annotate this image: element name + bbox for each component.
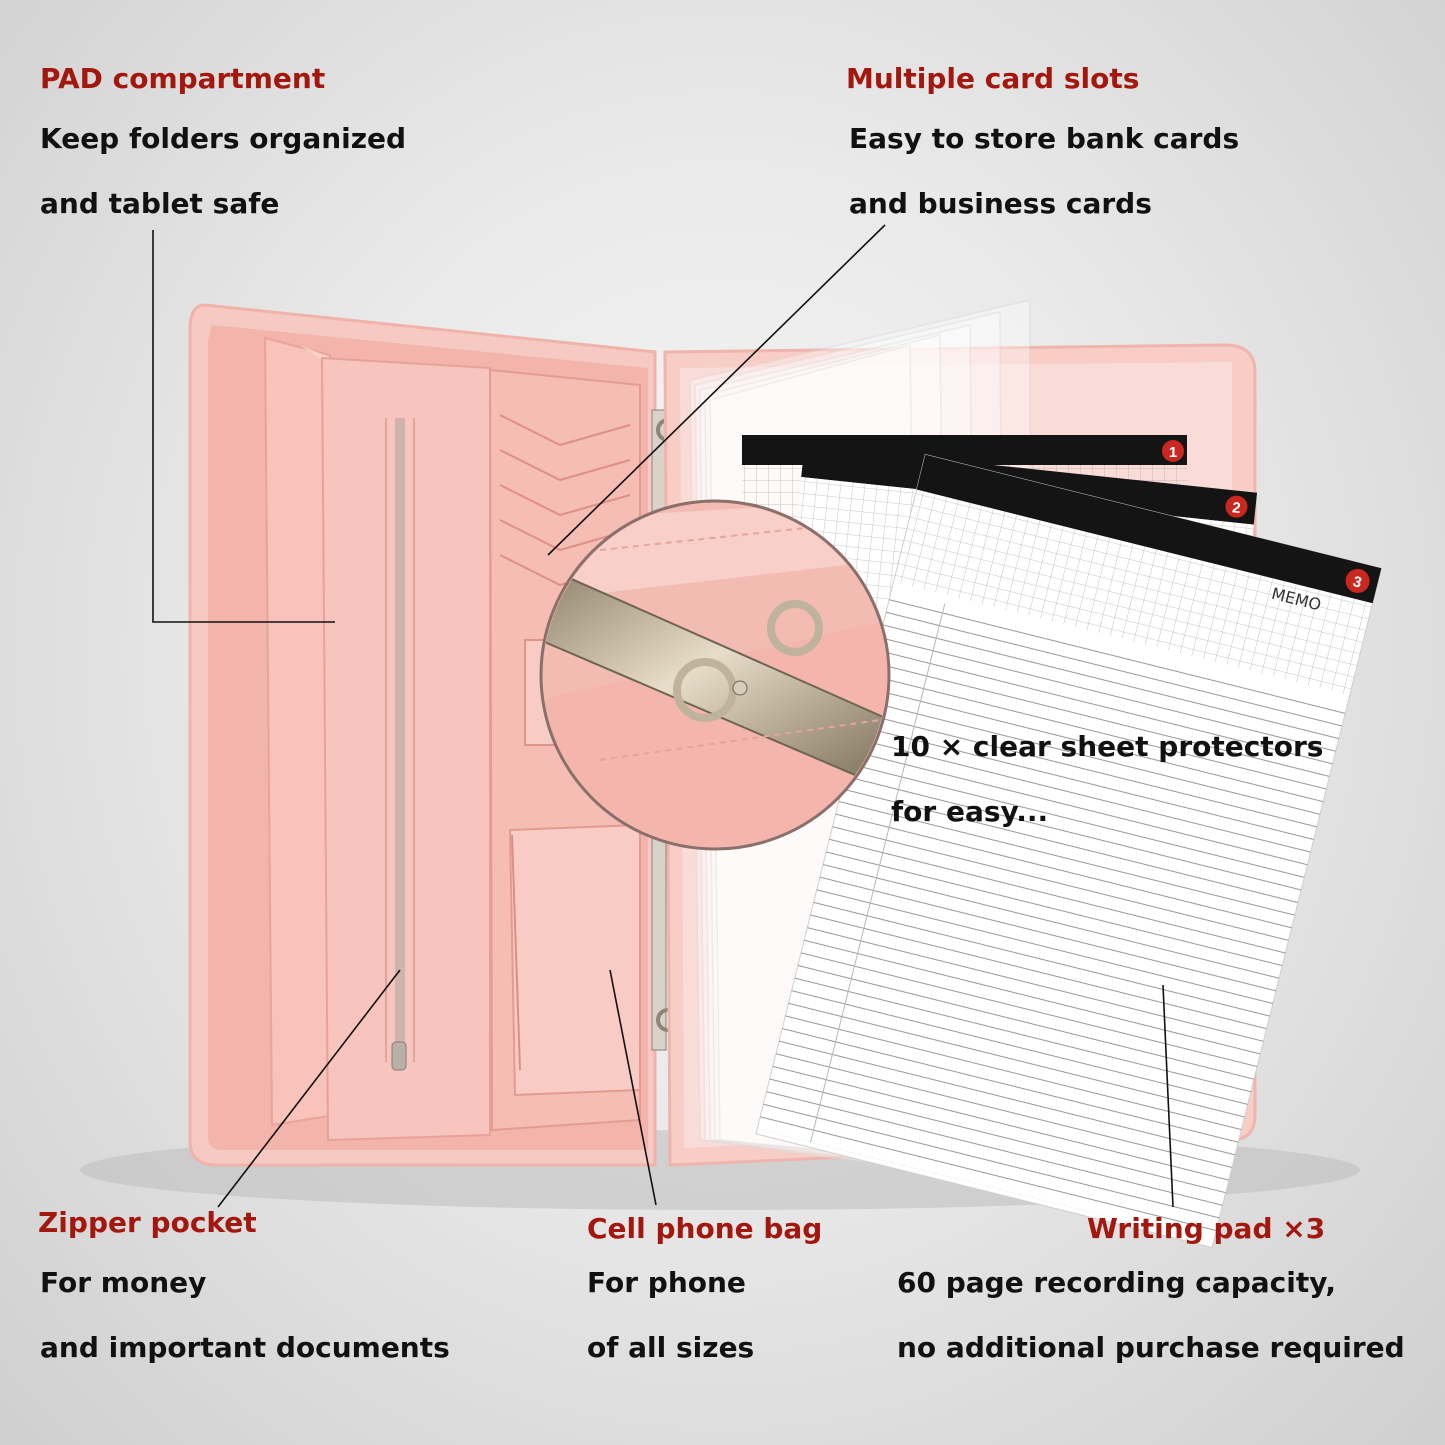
pad-badge-3-number: 3 (1351, 573, 1363, 592)
writing-pad-title: Writing pad ×3 (1087, 1212, 1326, 1245)
writing-leader-line (1162, 984, 1174, 1208)
phone-leader-line (609, 969, 657, 1206)
pad-badge-1-number: 1 (1169, 444, 1177, 461)
phone-bag-line2: of all sizes (587, 1331, 755, 1364)
sheet-protectors-line1: 10 × clear sheet protectors (891, 730, 1324, 763)
zipper-pocket (320, 356, 491, 1142)
card-slots-title: Multiple card slots (846, 62, 1140, 95)
leader-lines (152, 224, 1174, 1208)
zipper-pocket-line1: For money (40, 1266, 207, 1299)
zipper-pocket-title: Zipper pocket (38, 1206, 257, 1239)
zipper-pocket-line2: and important documents (40, 1331, 450, 1364)
pad-compartment-line2: and tablet safe (40, 187, 280, 220)
cards-leader-line (547, 224, 886, 556)
writing-pad-3: MEMO 3 (755, 454, 1382, 1249)
writing-pad-line1: 60 page recording capacity, (897, 1266, 1336, 1299)
pad-compartment-line1: Keep folders organized (40, 122, 407, 155)
phone-bag-line1: For phone (587, 1266, 746, 1299)
phone-pocket (508, 823, 641, 1097)
pad-badge-3 (1345, 568, 1370, 593)
sheet-protectors-line2: for easy... (891, 795, 1049, 828)
pad-badge-2 (1225, 495, 1248, 518)
pad-leader-line (152, 230, 335, 623)
writing-pad-line2: no additional purchase required (897, 1331, 1405, 1364)
pad-badge-1 (1162, 440, 1184, 462)
phone-bag-title: Cell phone bag (587, 1212, 823, 1245)
pad-compartment-title: PAD compartment (40, 62, 326, 95)
zipper-leader-line (217, 969, 401, 1208)
card-slots-line1: Easy to store bank cards (849, 122, 1240, 155)
card-slots-line2: and business cards (849, 187, 1152, 220)
ring-zoom-inset (539, 499, 891, 851)
pad-badge-2-number: 2 (1231, 499, 1241, 517)
